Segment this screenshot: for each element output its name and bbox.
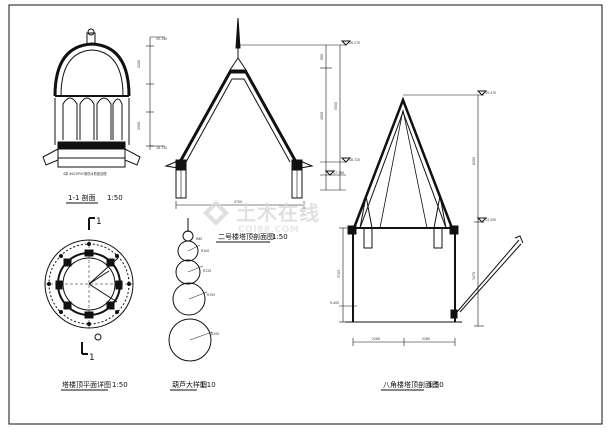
dim-s3-w2: 2280 — [422, 337, 430, 341]
dim-s3-h2: 3470 — [472, 272, 476, 280]
scale-plan: 1:50 — [112, 381, 128, 389]
title-octagon: 八角楼塔顶剖面图 — [383, 380, 439, 389]
sheet-border — [8, 4, 603, 425]
scale-second-tower: 1:50 — [272, 233, 288, 241]
level-s2-top: 26.270 — [349, 41, 360, 45]
dim-s1-h2: 1500 — [137, 122, 141, 130]
octagon-tower-drawing — [339, 90, 524, 346]
ball-dim-2: R100 — [201, 249, 209, 253]
title-ball-detail: 葫芦大样图 — [172, 380, 207, 389]
watermark-sub: COI88.COM — [238, 225, 299, 235]
ball-dim-5: R200 — [211, 332, 219, 336]
dim-s3-h1: 6200 — [472, 157, 476, 165]
section-note: 4厚 ΦS20PVC管防水防腐处理 — [63, 171, 107, 176]
section-1-1-drawing — [42, 28, 165, 168]
title-section-1-1: 1-1 剖面 — [68, 193, 96, 202]
level-s3-top: 19.470 — [485, 91, 496, 95]
scale-section-1-1: 1:50 — [107, 194, 123, 202]
dim-s3-h3: 3745 — [337, 270, 341, 278]
plan-drawing — [44, 217, 134, 355]
dim-s2-h2: 5500 — [334, 102, 338, 110]
ball-dim-3: R120 — [203, 269, 211, 273]
level-s1-bottom: 18.720 — [156, 146, 167, 150]
title-plan: 塔楼顶平面详图 — [62, 380, 111, 389]
level-s3-bottom: 9.400 — [330, 301, 339, 305]
ball-dim-4: R150 — [207, 293, 215, 297]
ball-dim-1: R80 — [196, 237, 202, 241]
scale-ball-detail: 1:10 — [200, 381, 216, 389]
level-s1-top: 20.190 — [156, 37, 167, 41]
section-mark-bottom: 1 — [89, 353, 95, 363]
ball-detail-drawing — [168, 218, 213, 362]
title-second-tower: 二号楼塔顶剖面图 — [218, 232, 274, 241]
level-s3-mid: 13.250 — [485, 218, 496, 222]
dim-s1-h1: 1200 — [137, 60, 141, 68]
scale-octagon: 1:50 — [428, 381, 444, 389]
dim-s2-width: 5700 — [234, 200, 242, 204]
dim-s2-h1: 4500 — [320, 112, 324, 120]
watermark: 土木在线 COI88.COM — [203, 200, 320, 235]
second-tower-drawing — [164, 17, 352, 209]
level-s2-mid: 18.720 — [349, 158, 360, 162]
dim-s3-w1: 2280 — [372, 337, 380, 341]
section-mark-top: 1 — [96, 217, 102, 227]
level-s2-low: 17.790 — [333, 171, 344, 175]
dim-s2-h3: 900 — [320, 54, 324, 60]
watermark-text: 土木在线 — [236, 201, 320, 225]
